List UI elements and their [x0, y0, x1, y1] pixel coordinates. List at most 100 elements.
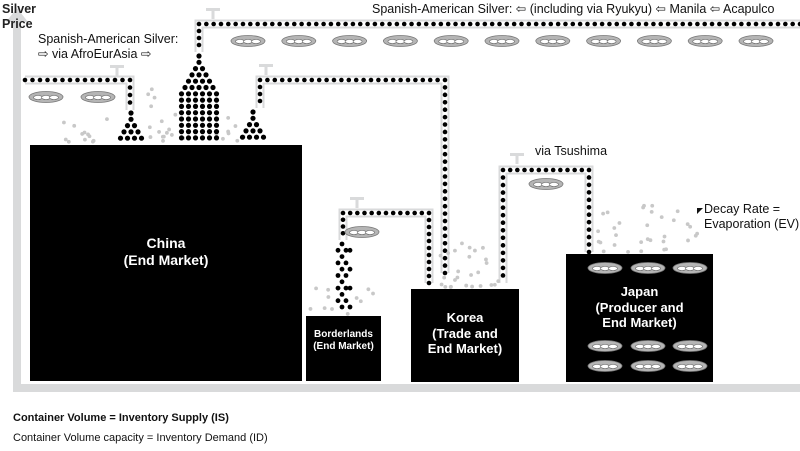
silver-dot	[121, 129, 127, 135]
silver-dot	[579, 167, 585, 173]
silver-dot	[500, 250, 506, 256]
silver-dot	[445, 21, 451, 27]
legend-supply: Container Volume = Inventory Supply (IS)	[13, 412, 229, 424]
evaporation-dot	[605, 210, 610, 215]
evaporation-dot	[464, 283, 469, 288]
silver-dot	[614, 21, 620, 27]
silver-dot	[372, 21, 378, 27]
evaporation-dot	[314, 286, 318, 291]
evaporation-dot	[453, 278, 457, 282]
silver-ingot-icon	[382, 35, 418, 47]
decay-line2: Evaporation (EV)	[704, 217, 800, 231]
pile-china-right	[239, 109, 267, 140]
silver-dot	[128, 129, 134, 135]
silver-dot	[196, 53, 202, 59]
silver-dot	[127, 77, 133, 83]
silver-ingot-icon	[637, 35, 672, 47]
silver-dot	[233, 21, 238, 27]
evap-korea	[438, 241, 501, 289]
silver-dot	[383, 210, 389, 216]
silver-ingot-icon	[672, 360, 708, 372]
evaporation-dot	[626, 249, 630, 254]
japan-name: Japan	[620, 284, 659, 299]
silver-dot	[687, 21, 693, 27]
silver-dot	[442, 107, 448, 112]
silver-dot	[192, 78, 199, 84]
silver-dot	[343, 260, 349, 266]
silver-dot	[586, 242, 592, 247]
silver-dot	[467, 21, 473, 27]
silver-dot	[398, 210, 403, 216]
tap-stem	[115, 67, 119, 76]
silver-dot	[248, 21, 253, 27]
silver-dot	[500, 205, 506, 210]
silver-dot	[196, 28, 202, 34]
silver-dot	[426, 245, 432, 251]
silver-dot	[210, 84, 216, 91]
silver-dot	[277, 21, 282, 27]
silver-dot	[250, 109, 256, 115]
silver-dot	[643, 21, 649, 27]
evaporation-dot	[642, 203, 646, 208]
y-axis-title-line2: Price	[2, 17, 33, 31]
silver-dot	[555, 21, 561, 27]
silver-dot	[196, 59, 202, 65]
silver-dot	[442, 114, 448, 120]
silver-dot	[128, 116, 134, 122]
japan-role-1: (Producer and	[595, 299, 684, 315]
silver-dot	[586, 204, 592, 210]
silver-dot	[203, 84, 209, 91]
evaporation-dot	[442, 275, 447, 280]
evaporation-dot	[72, 123, 77, 128]
tap-handle-icon	[350, 197, 364, 200]
silver-dot	[409, 21, 414, 27]
evaporation-dot	[686, 238, 690, 243]
silver-dot	[607, 21, 612, 27]
silver-dot	[362, 210, 367, 216]
silver-dot	[335, 247, 341, 253]
afroeurasia-flow-label: Spanish-American Silver: ⇨ via AfroEurAs…	[38, 32, 178, 62]
silver-dot	[500, 212, 506, 218]
tap-handle-icon	[259, 64, 273, 67]
evaporation-dot	[308, 307, 313, 311]
evap-china-left	[62, 117, 109, 144]
silver-dot	[339, 266, 345, 272]
silver-dot	[185, 103, 192, 109]
silver-dot	[442, 144, 448, 150]
borderlands-name: Borderlands	[314, 329, 373, 340]
silver-dot	[442, 233, 448, 239]
silver-dot	[442, 99, 448, 105]
silver-dot	[586, 227, 592, 232]
silver-dot	[420, 77, 426, 83]
silver-dot	[753, 21, 759, 27]
decay-line1: Decay Rate =	[704, 202, 781, 216]
silver-dot	[22, 77, 28, 83]
evaporation-dot	[481, 245, 485, 250]
silver-dot	[185, 116, 192, 122]
silver-dot	[206, 110, 213, 116]
silver-dot	[442, 85, 448, 90]
evaporation-dot	[671, 218, 676, 223]
borderlands-role: (End Market)	[313, 341, 374, 352]
silver-dot	[52, 77, 58, 83]
evaporation-dot	[164, 130, 169, 135]
silver-dot	[511, 21, 517, 27]
silver-dot	[442, 122, 448, 127]
evaporation-dot	[173, 112, 178, 117]
evaporation-dot	[233, 124, 238, 128]
silver-dot	[585, 21, 590, 27]
evaporation-dot	[86, 132, 90, 137]
silver-dot	[206, 103, 213, 109]
silver-dot	[442, 203, 448, 209]
evaporation-dot	[484, 261, 489, 265]
silver-dot	[213, 116, 220, 122]
axis-arrow-icon	[6, 8, 28, 22]
silver-dot	[339, 292, 345, 297]
evaporation-dot	[446, 251, 451, 256]
silver-dot	[550, 167, 556, 173]
silver-dot	[387, 21, 392, 27]
silver-dot	[673, 21, 678, 27]
silver-dot	[586, 249, 592, 255]
evaporation-dot	[235, 138, 240, 143]
